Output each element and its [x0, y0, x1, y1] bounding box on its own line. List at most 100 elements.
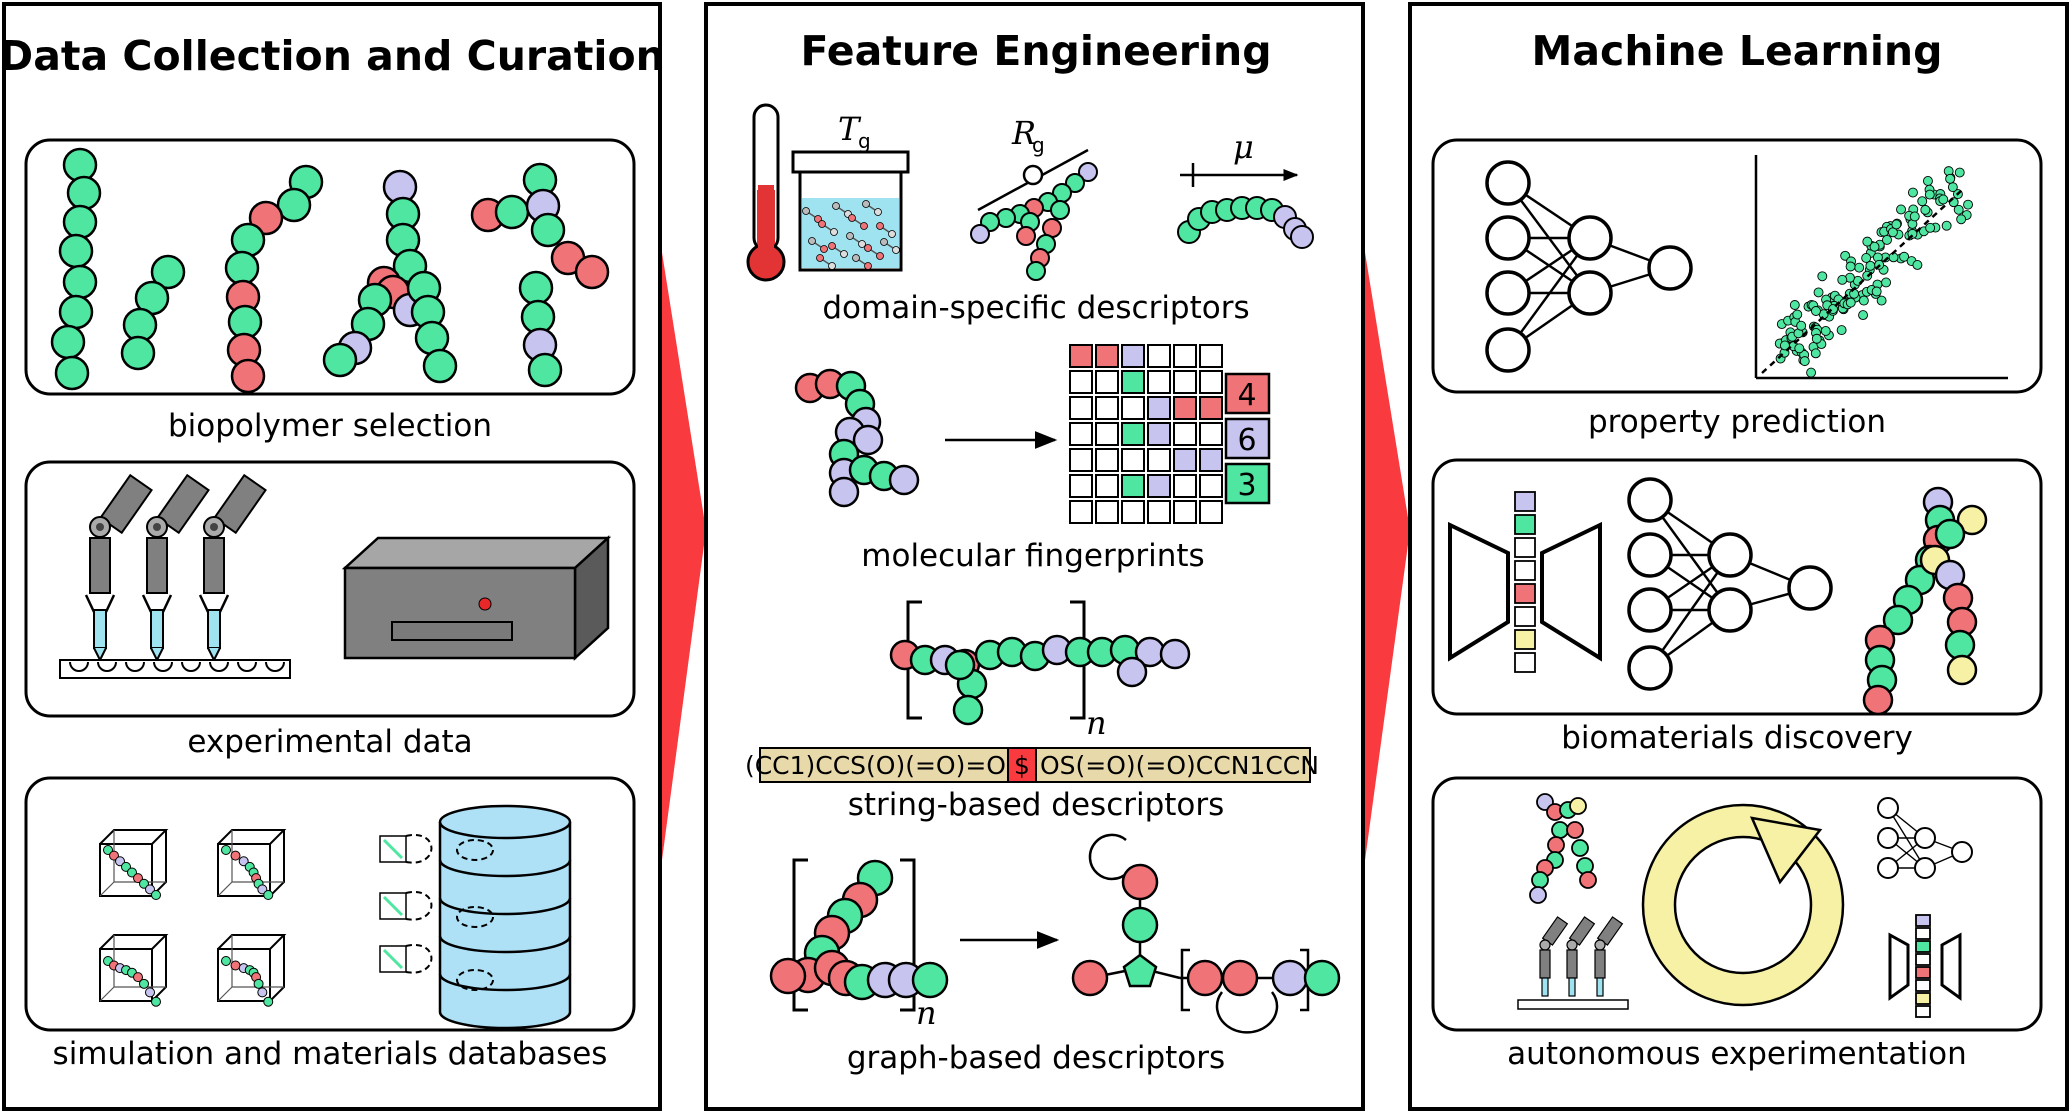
panel-title: Feature Engineering [800, 27, 1271, 75]
smiles-left: (CC1)CCS(O)(=O)=O [745, 751, 1006, 780]
fingerprint-bit [1199, 448, 1223, 472]
fingerprint-bit [1069, 448, 1093, 472]
monomer-bead [1882, 604, 1914, 636]
monomer-bead [911, 961, 949, 999]
fingerprint-bit [1095, 396, 1119, 420]
fingerprint-bit [1147, 474, 1171, 498]
domain-specific-label: domain-specific descriptors [822, 290, 1249, 326]
fingerprint-bit [1121, 474, 1145, 498]
molecular-graph [1071, 833, 1341, 1034]
monomer-bead [1050, 200, 1070, 220]
simulation-databases-label: simulation and materials databases [53, 1036, 608, 1072]
fingerprint-bit [1095, 448, 1119, 472]
robot-arm [84, 473, 153, 663]
monomer-bead [54, 355, 90, 391]
rg-polymer-chain [970, 162, 1098, 281]
fingerprint-bit [1147, 448, 1171, 472]
nn-node [1485, 160, 1531, 206]
smiles-separator: $ [1014, 751, 1030, 780]
well-plate-icon [59, 659, 291, 679]
fingerprint-bit [1069, 396, 1093, 420]
fingerprint-counts: 4 6 3 [1224, 372, 1271, 505]
repeat-n-graph: n [916, 994, 937, 1032]
fingerprint-bit [1069, 500, 1093, 524]
molecular-fingerprints-label: molecular fingerprints [861, 538, 1204, 574]
mu-symbol: μ [1233, 128, 1254, 166]
fingerprint-bit [1121, 344, 1145, 368]
monomer-bead [518, 270, 554, 306]
fingerprint-polymer [794, 368, 920, 508]
monomer-bead [230, 358, 266, 394]
fingerprint-bit [1069, 474, 1093, 498]
robot-arm [141, 473, 210, 663]
panel-title: Machine Learning [1532, 27, 1943, 75]
fingerprint-bit [1199, 344, 1223, 368]
fingerprint-bit [1173, 370, 1197, 394]
nn-node [1485, 327, 1531, 373]
monomer-bead [62, 204, 98, 240]
fingerprint-bit [1199, 474, 1223, 498]
monomer-bead [1566, 821, 1584, 839]
graph-brackets [792, 858, 916, 1012]
monomer-bead [1531, 871, 1549, 889]
sim-box-cube [99, 934, 169, 1007]
nn-node [1877, 797, 1899, 819]
panel-data-collection: Data Collection and Curation biopolymer … [0, 2, 665, 1111]
nn-node [1567, 215, 1613, 261]
string-polymer [889, 634, 1191, 726]
fingerprint-bit [1069, 344, 1093, 368]
instrument-box-icon [341, 535, 612, 661]
fingerprint-bit [1147, 344, 1171, 368]
fingerprint-bit [1147, 396, 1171, 420]
fingerprint-bit [1173, 396, 1197, 420]
monomer-bead [1065, 173, 1085, 193]
monomer-bead [944, 649, 976, 681]
monomer-bead [1547, 836, 1565, 854]
panel-title: Data Collection and Curation [0, 32, 665, 80]
nn-node [1951, 841, 1973, 863]
nn-node [1877, 827, 1899, 849]
fingerprint-bit [1173, 448, 1197, 472]
panel-machine-learning: Machine Learning property prediction bio… [1408, 2, 2069, 1111]
small-neural-network-icon [1877, 797, 1973, 879]
monomer-bead [1934, 518, 1966, 550]
monomer-bead [1529, 886, 1547, 904]
count-red: 4 [1237, 378, 1256, 413]
rg-center-point [1022, 164, 1044, 186]
nn-node [1787, 565, 1833, 611]
fingerprint-bit [1095, 344, 1119, 368]
tg-subscript: g [858, 129, 871, 153]
fingerprint-bit [1095, 500, 1119, 524]
monomer-bead [276, 187, 312, 223]
nn-node [1707, 532, 1753, 578]
autonomous-polymer [1529, 793, 1597, 904]
fingerprint-bit [1095, 422, 1119, 446]
flow-arrow-right [1363, 240, 1410, 875]
nn-node [1485, 270, 1531, 316]
graph-polymer [769, 859, 949, 1001]
fingerprint-bit [1173, 474, 1197, 498]
nn-node [1914, 857, 1936, 879]
fingerprint-bit [1121, 448, 1145, 472]
monomer-bead [1579, 871, 1597, 889]
robot-arm [198, 473, 267, 663]
fingerprint-bit [1069, 422, 1093, 446]
fingerprint-bit [1121, 396, 1145, 420]
fingerprint-bit [1095, 370, 1119, 394]
flow-arrow-left [660, 240, 706, 875]
graph-based-label: graph-based descriptors [847, 1040, 1225, 1076]
nn-node [1877, 857, 1899, 879]
monomer-bead [66, 175, 102, 211]
tg-symbol: T [838, 110, 862, 148]
fingerprint-bit [1147, 500, 1171, 524]
nn-node [1627, 477, 1673, 523]
smiles-string: (CC1)CCS(O)(=O)=O $ OS(=O)(=O)CCN1CCN [745, 747, 1319, 783]
fingerprint-bit [1069, 370, 1093, 394]
monomer-bead [828, 476, 860, 508]
monomer-bead [527, 352, 563, 388]
monomer-bead [1078, 162, 1098, 182]
nn-node [1647, 245, 1693, 291]
fingerprint-bit [1173, 500, 1197, 524]
monomer-bead [970, 224, 990, 244]
simulation-cubes-icon [99, 829, 287, 1007]
